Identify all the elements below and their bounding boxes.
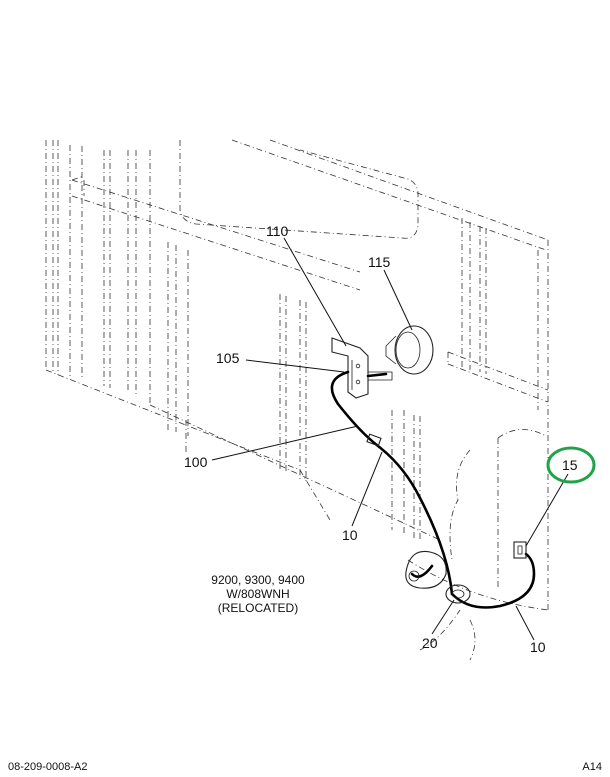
- callout-10-upper: 10: [342, 527, 358, 543]
- callout-115: 115: [368, 254, 391, 270]
- callout-20: 20: [422, 635, 438, 651]
- drawing-id: 08-209-0008-A2: [8, 761, 88, 773]
- note-line-1: 9200, 9300, 9400: [211, 573, 305, 587]
- callout-10-lower: 10: [530, 639, 546, 655]
- callout-15: 15: [562, 457, 578, 473]
- leader-lines: [211, 237, 569, 641]
- wiring-harness: [330, 370, 536, 609]
- grommet-20: [445, 584, 471, 604]
- backup-lamp-assembly: [405, 550, 447, 589]
- harness-connector-15: [513, 541, 527, 559]
- callout-110: 110: [266, 223, 289, 239]
- callout-105: 105: [216, 350, 240, 366]
- horn-lamp: [385, 325, 434, 375]
- note-line-2: W/808WNH: [226, 587, 289, 601]
- harness-connector-10: [366, 433, 382, 447]
- highlight-circle: [546, 446, 596, 484]
- application-note: 9200, 9300, 9400 W/808WNH (RELOCATED): [211, 573, 305, 615]
- note-line-3: (RELOCATED): [218, 601, 298, 615]
- mounting-bracket: [331, 337, 393, 399]
- sheet-number: A14: [582, 761, 602, 773]
- cab-structure-outline: [45, 139, 549, 661]
- callout-100: 100: [184, 454, 208, 470]
